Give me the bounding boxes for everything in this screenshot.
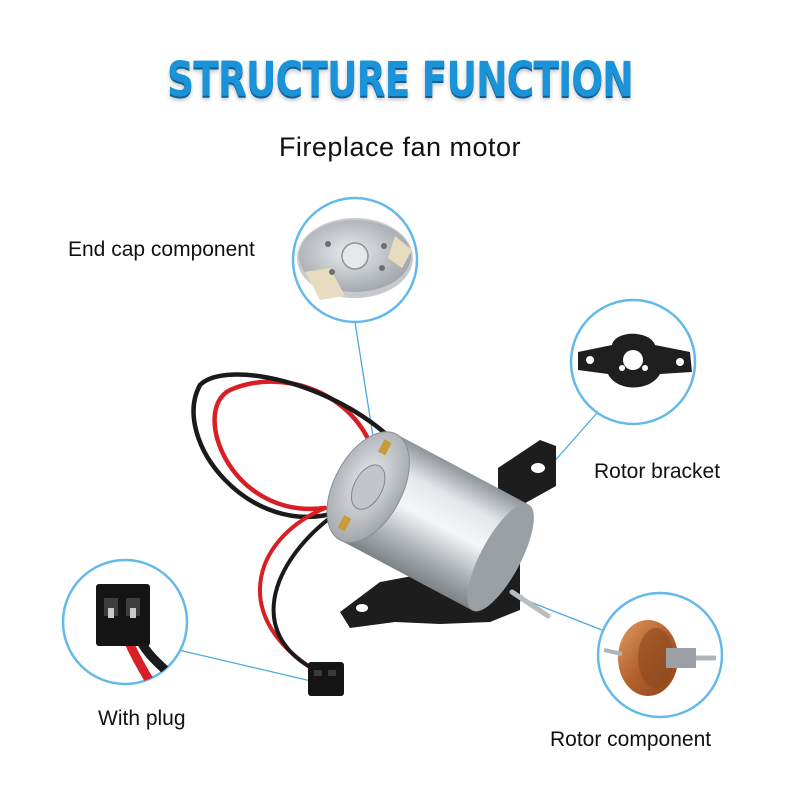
black-wire-upper bbox=[191, 372, 398, 520]
plug-callout bbox=[61, 558, 189, 686]
wire-plug bbox=[308, 662, 344, 696]
motor-wires bbox=[191, 372, 398, 678]
diagram-subtitle: Fireplace fan motor bbox=[278, 132, 522, 162]
leader-line-rotor bbox=[519, 597, 603, 631]
end-cap-callout bbox=[291, 196, 419, 324]
rotor-component-image bbox=[603, 620, 716, 696]
label-rotor-bracket: Rotor bracket bbox=[594, 460, 721, 483]
motor-shaft bbox=[509, 589, 551, 619]
end-cap-image bbox=[297, 218, 413, 300]
motor-body bbox=[326, 431, 534, 612]
rotor-component-callout bbox=[596, 591, 724, 719]
label-with-plug: With plug bbox=[98, 707, 186, 730]
label-rotor-component: Rotor component bbox=[550, 728, 712, 751]
label-end-cap: End cap component bbox=[68, 238, 255, 261]
diagram-title: STRUCTURE FUNCTION bbox=[167, 52, 634, 108]
black-wire-lower bbox=[271, 510, 340, 678]
rotor-bracket-image bbox=[578, 333, 692, 388]
leader-line-plug bbox=[169, 647, 325, 685]
plug-image bbox=[96, 584, 187, 684]
rotor-bracket-callout bbox=[569, 298, 697, 426]
